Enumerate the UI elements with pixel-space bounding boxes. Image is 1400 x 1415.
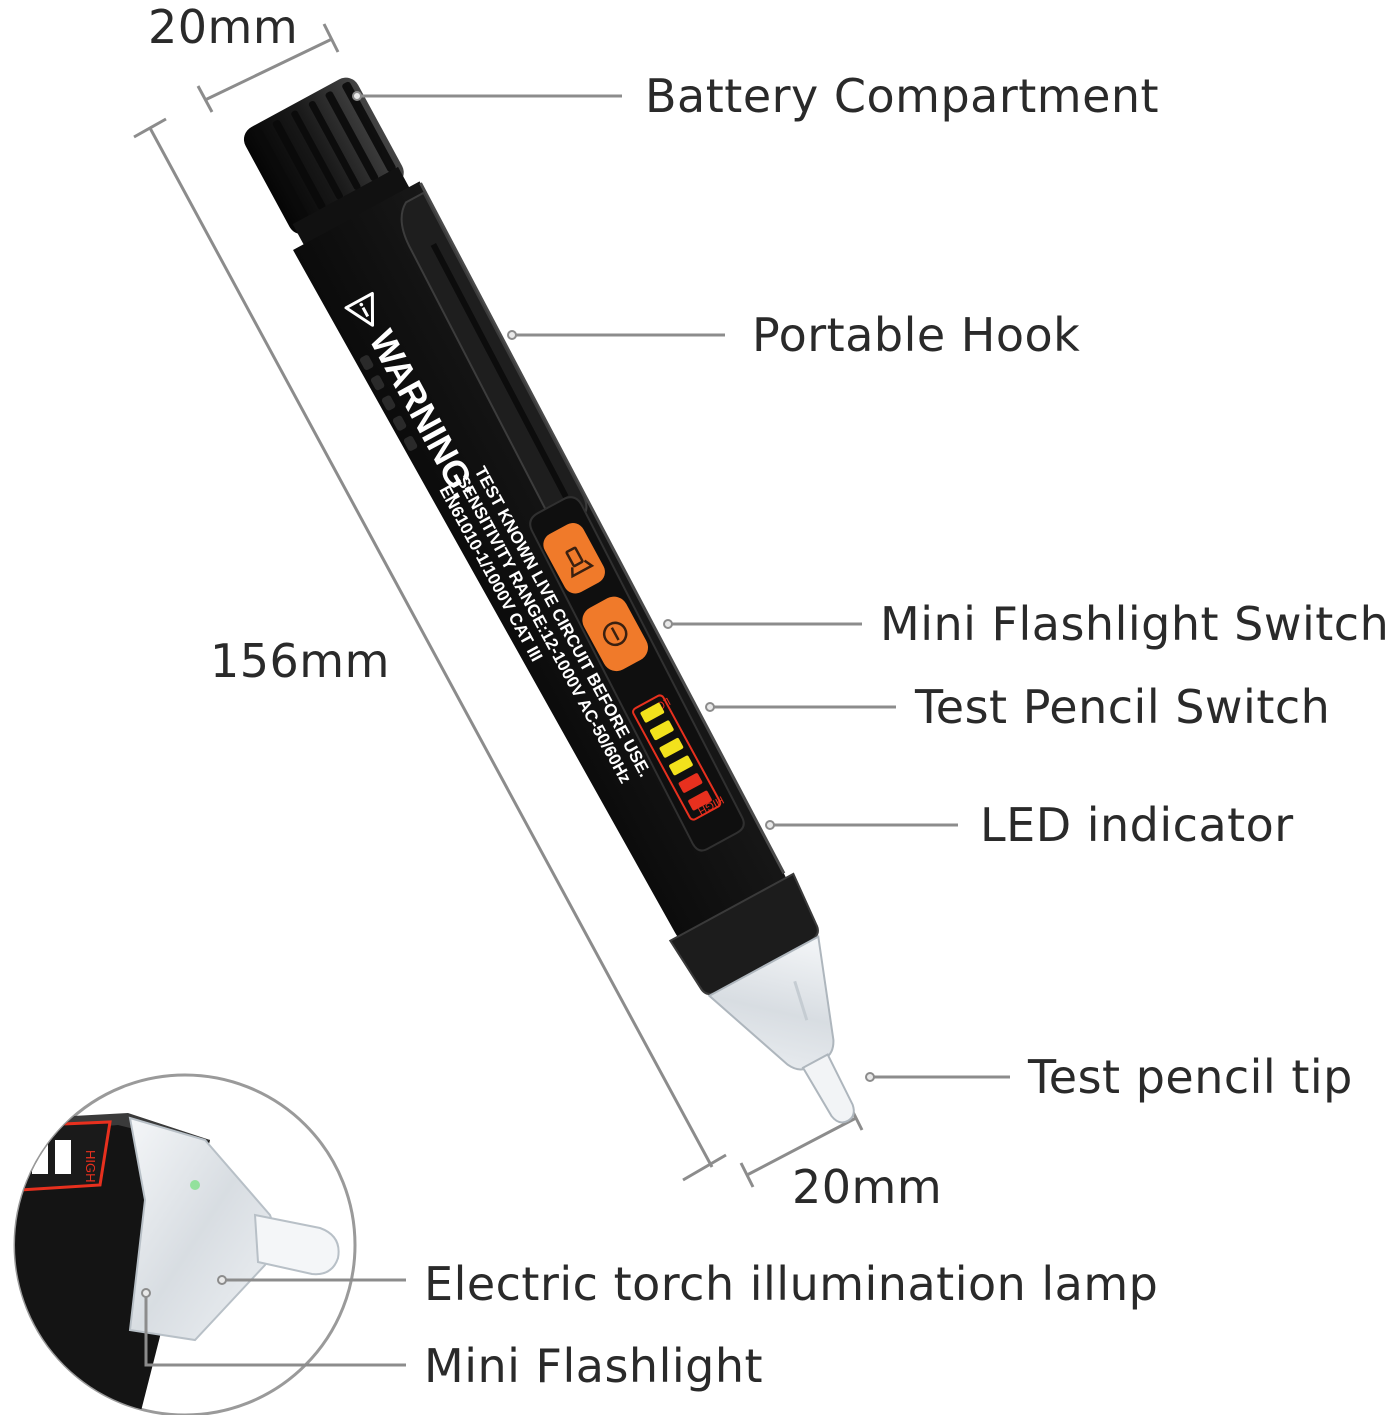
top-width-dimension-line bbox=[204, 37, 333, 102]
grip-ridges bbox=[359, 355, 418, 451]
length-dimension-line bbox=[148, 127, 714, 1168]
test-pencil-switch-label: Test Pencil Switch bbox=[915, 680, 1331, 734]
power-icon bbox=[602, 621, 628, 647]
test-pencil-tip bbox=[801, 1053, 855, 1124]
led-indicator bbox=[640, 702, 712, 811]
battery-compartment-label: Battery Compartment bbox=[645, 69, 1160, 123]
tip-width-label: 20mm bbox=[792, 1160, 943, 1214]
mini-flashlight-label: Mini Flashlight bbox=[424, 1339, 764, 1393]
length-label: 156mm bbox=[210, 634, 390, 688]
led-bar bbox=[688, 790, 712, 811]
inset-led-bar bbox=[32, 1140, 48, 1174]
top-width-label: 20mm bbox=[148, 0, 299, 54]
led-bar bbox=[678, 773, 703, 793]
led-indicator-label: LED indicator bbox=[980, 798, 1294, 852]
magnified-inset: HIGH bbox=[13, 1073, 357, 1415]
callout-leaders bbox=[144, 94, 1010, 1367]
torch-lamp-label: Electric torch illumination lamp bbox=[424, 1257, 1159, 1311]
led-indicator-frame bbox=[632, 694, 722, 821]
control-panel: LOW HIGH bbox=[529, 496, 745, 852]
tip-width-dimension-line bbox=[746, 1116, 857, 1177]
portable-hook-label: Portable Hook bbox=[752, 308, 1081, 362]
led-bar bbox=[640, 702, 665, 723]
mini-flashlight-switch-label: Mini Flashlight Switch bbox=[880, 597, 1390, 651]
led-bar bbox=[659, 738, 684, 758]
clear-tip bbox=[707, 935, 855, 1124]
dimension-lines bbox=[133, 23, 864, 1188]
voltage-tester-pen: WARNING: TEST KNOWN LIVE CIRCUIT BEFORE … bbox=[243, 77, 855, 1124]
inset-tip bbox=[253, 1213, 340, 1276]
inset-green-glow bbox=[190, 1180, 200, 1190]
battery-cap bbox=[243, 77, 412, 249]
inset-led-bar bbox=[55, 1140, 71, 1174]
led-bar bbox=[650, 720, 674, 741]
warning-triangle-icon bbox=[344, 291, 375, 327]
test-pencil-switch[interactable] bbox=[577, 592, 653, 676]
led-bar bbox=[669, 755, 693, 776]
inset-high-label: HIGH bbox=[83, 1150, 98, 1183]
flashlight-icon bbox=[565, 546, 595, 579]
test-pencil-tip-label: Test pencil tip bbox=[1028, 1050, 1353, 1104]
mini-flashlight-switch[interactable] bbox=[539, 519, 609, 598]
mini-flashlight-leader bbox=[144, 1293, 406, 1367]
